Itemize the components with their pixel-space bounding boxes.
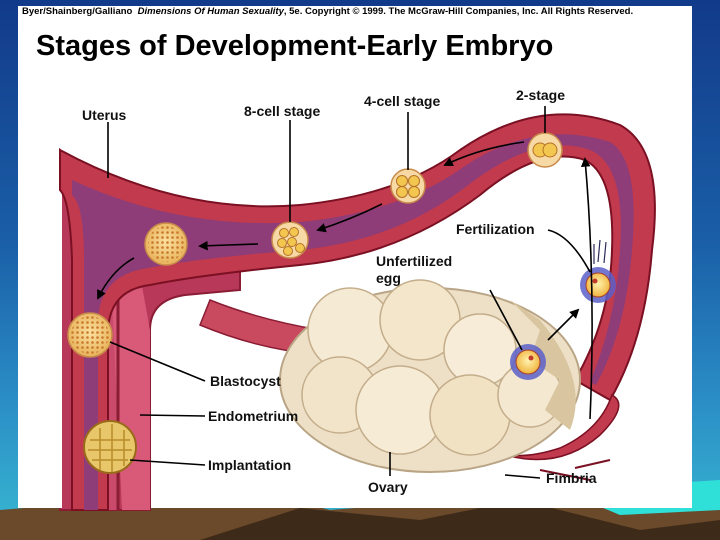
label-fertilization: Fertilization [456, 221, 535, 237]
endometrium [112, 275, 150, 510]
movement-arrows [97, 141, 593, 420]
credit-authors: Byer/Shainberg/Galliano [22, 6, 133, 17]
credit-book-title: Dimensions Of Human Sexuality [137, 6, 284, 17]
implanted-embryo [83, 420, 137, 474]
label-blastocyst: Blastocyst [210, 373, 281, 389]
eight-cell-embryo [271, 221, 309, 259]
label-fimbria: Fimbria [546, 470, 597, 486]
label-ovary: Ovary [368, 479, 408, 495]
ovary [279, 279, 581, 473]
label-uterus: Uterus [82, 107, 127, 123]
label-4-cell-stage: 4-cell stage [364, 93, 440, 109]
label-unfertilized-line2: egg [376, 270, 401, 286]
label-8-cell-stage: 8-cell stage [244, 103, 320, 119]
label-2-stage: 2-stage [516, 87, 565, 103]
copyright-credit: Byer/Shainberg/Galliano Dimensions Of Hu… [22, 6, 682, 17]
two-cell-embryo [527, 132, 563, 168]
slide-title: Stages of Development-Early Embryo [36, 30, 554, 62]
label-implantation: Implantation [208, 457, 291, 473]
label-unfertilized-line1: Unfertilized [376, 253, 452, 269]
four-cell-embryo [390, 168, 426, 204]
credit-copyright: , 5e. Copyright © 1999. The McGraw-Hill … [283, 6, 634, 17]
label-leader-lines [107, 106, 591, 479]
label-endometrium: Endometrium [208, 408, 298, 424]
unfertilized-egg [510, 344, 546, 380]
blastocyst [67, 312, 113, 358]
morula [144, 222, 188, 266]
